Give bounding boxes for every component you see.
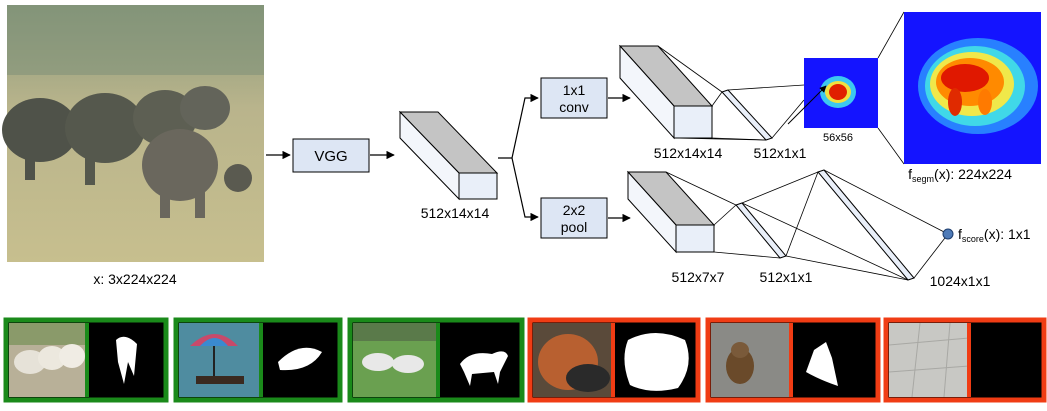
conv-label-line1: 1x1 [563,82,586,98]
example-pair-1 [3,317,169,403]
example-pair-5 [705,317,881,403]
seg-feature-block [618,44,714,140]
fc-label: 1024x1x1 [930,273,991,289]
fc-lines [741,169,949,281]
seg-output-label: fsegm(x): 224x224 [908,166,1012,184]
score-projection-lines [665,171,781,259]
score-feature-block [626,170,716,254]
mask-small [804,58,878,128]
trunk-feature-block [398,110,499,201]
pool-label-line2: pool [561,219,587,235]
arrow-mask-small [787,85,827,125]
fc-vector [817,169,915,281]
score-vector [735,202,787,259]
trunk-output-label: 512x14x14 [421,205,490,221]
seg-projection-lines [657,45,767,141]
conv-label-line2: conv [559,99,589,115]
mask-small-label: 56x56 [823,132,853,144]
seg-vector-label: 512x1x1 [754,145,807,161]
mask-large [904,12,1041,164]
vgg-label: VGG [314,148,347,165]
seg-to-mask-lines [727,84,805,139]
example-pair-2 [173,317,343,403]
zoom-lines [877,11,905,165]
seg-feature-label: 512x14x14 [654,145,723,161]
vgg-box [292,138,370,173]
score-output-label: fscore(x): 1x1 [958,226,1031,244]
input-image [2,5,264,262]
conv-box [540,77,608,119]
branch-split [498,93,539,159]
example-pair-6 [883,317,1047,403]
example-strip [3,317,1047,403]
score-node [942,228,954,240]
seg-vector [721,89,773,141]
score-vector-label: 512x1x1 [760,269,813,285]
score-feature-label: 512x7x7 [672,269,725,285]
input-caption: x: 3x224x224 [93,271,176,287]
pool-label-line1: 2x2 [563,202,586,218]
branch-split-lower [511,157,539,222]
example-pair-4 [527,317,701,403]
pool-box [540,197,608,239]
example-pair-3 [347,317,525,403]
